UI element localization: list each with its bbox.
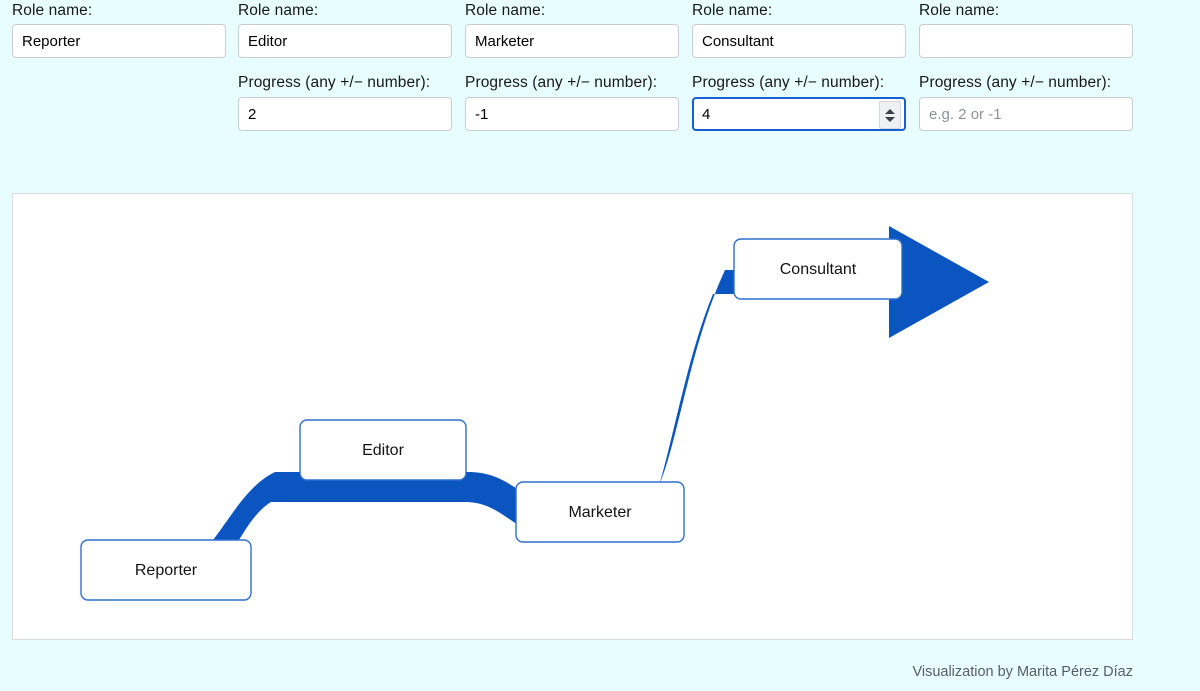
role-name-label-2: Role name: xyxy=(238,2,319,19)
node-label-consultant: Consultant xyxy=(780,261,857,278)
node-label-reporter: Reporter xyxy=(135,562,198,579)
role-column-1: Role name: xyxy=(12,0,226,58)
node-editor[interactable]: Editor xyxy=(299,419,467,481)
role-name-label-4: Role name: xyxy=(692,2,773,19)
progress-field-wrap-3 xyxy=(465,97,679,131)
progress-label-5: Progress (any +/− number): xyxy=(919,74,1112,91)
role-column-4: Role name: Progress (any +/− number): xyxy=(692,0,906,131)
credit-text: Visualization by Marita Pérez Díaz xyxy=(912,664,1133,680)
role-name-input-1[interactable] xyxy=(12,24,226,58)
progress-label-4: Progress (any +/− number): xyxy=(692,74,885,91)
spinner-down-icon[interactable] xyxy=(885,116,895,122)
role-column-2: Role name: Progress (any +/− number): xyxy=(238,0,452,131)
role-column-3: Role name: Progress (any +/− number): xyxy=(465,0,679,131)
role-name-input-2[interactable] xyxy=(238,24,452,58)
progress-input-3[interactable] xyxy=(465,97,679,131)
role-name-label-3: Role name: xyxy=(465,2,546,19)
role-form: Role name: Role name: Progress (any +/− nu… xyxy=(0,0,1200,186)
role-name-label-5: Role name: xyxy=(919,2,1000,19)
progress-label-3: Progress (any +/− number): xyxy=(465,74,658,91)
progress-input-4[interactable] xyxy=(692,97,906,131)
role-name-input-5[interactable] xyxy=(919,24,1133,58)
node-consultant[interactable]: Consultant xyxy=(733,238,903,300)
progress-input-2[interactable] xyxy=(238,97,452,131)
progress-field-wrap-2 xyxy=(238,97,452,131)
progress-label-2: Progress (any +/− number): xyxy=(238,74,431,91)
role-column-5: Role name: Progress (any +/− number): xyxy=(919,0,1133,131)
chart-container: Reporter Editor Marketer Consultant xyxy=(12,193,1133,640)
role-name-label-1: Role name: xyxy=(12,2,93,19)
node-marketer[interactable]: Marketer xyxy=(515,481,685,543)
role-name-input-3[interactable] xyxy=(465,24,679,58)
node-label-editor: Editor xyxy=(362,442,404,459)
role-name-input-4[interactable] xyxy=(692,24,906,58)
progress-input-5[interactable] xyxy=(919,97,1133,131)
number-spinner-4[interactable] xyxy=(879,101,901,129)
node-label-marketer: Marketer xyxy=(568,504,632,521)
progress-field-wrap-5 xyxy=(919,97,1133,131)
progression-chart: Reporter Editor Marketer Consultant xyxy=(80,226,989,601)
node-reporter[interactable]: Reporter xyxy=(80,539,252,601)
progress-field-wrap-4 xyxy=(692,97,906,131)
spinner-up-icon[interactable] xyxy=(885,108,895,114)
